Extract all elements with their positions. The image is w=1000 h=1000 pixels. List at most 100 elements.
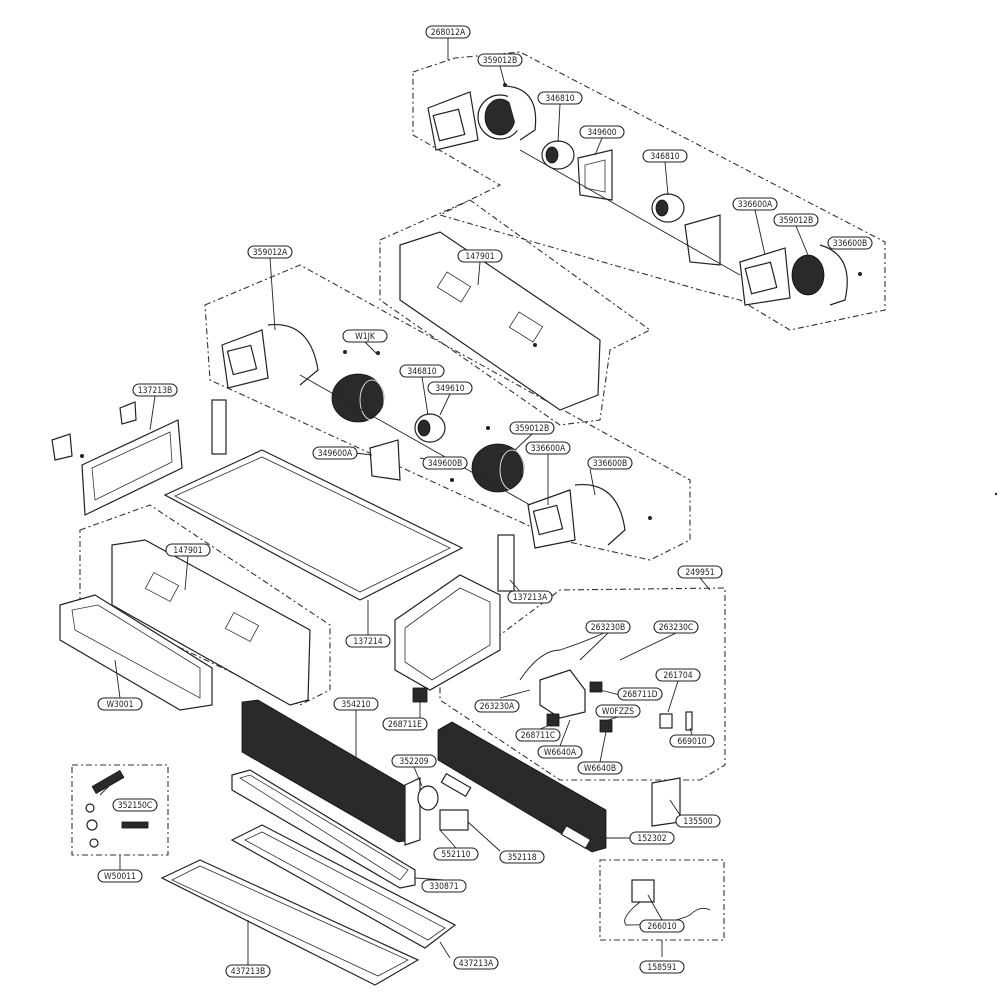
top-right-blower-housing bbox=[739, 244, 848, 306]
small-bracket-left bbox=[51, 433, 73, 461]
callout-oval bbox=[732, 197, 778, 211]
top-motor-bracket-2 bbox=[684, 214, 721, 266]
callout-label: 359012B bbox=[779, 216, 813, 226]
callout-oval bbox=[509, 421, 555, 435]
callout-oval bbox=[507, 590, 553, 604]
callout-label: 263230B bbox=[591, 623, 625, 633]
callout-oval bbox=[525, 441, 571, 455]
callout-oval bbox=[97, 697, 143, 711]
callout-137213b: 137213B bbox=[132, 383, 178, 397]
callout-336600b-top: 336600B bbox=[827, 236, 873, 250]
callout-w6640a: W6640A bbox=[537, 745, 583, 759]
callout-oval bbox=[247, 245, 293, 259]
callout-352150c: 352150C bbox=[112, 798, 158, 812]
callout-147901-mid: 147901 bbox=[165, 543, 211, 557]
callout-336600a-mid: 336600A bbox=[525, 441, 571, 455]
small-bracket-top bbox=[119, 401, 137, 425]
vertical-strip bbox=[211, 399, 227, 455]
filter-152302 bbox=[437, 721, 607, 853]
callout-oval bbox=[345, 634, 391, 648]
callout-oval bbox=[827, 236, 873, 250]
callout-label: 349600 bbox=[587, 128, 616, 138]
callout-oval bbox=[653, 620, 699, 634]
callout-oval bbox=[642, 149, 688, 163]
top-motor-1 bbox=[541, 140, 575, 170]
callout-352118: 352118 bbox=[499, 850, 545, 864]
callout-oval bbox=[453, 956, 499, 970]
callout-oval bbox=[333, 697, 379, 711]
callout-359012b-top2: 359012B bbox=[773, 213, 819, 227]
callout-oval bbox=[773, 213, 819, 227]
end-plate-137214 bbox=[394, 574, 501, 691]
valve-assembly bbox=[417, 785, 469, 831]
callout-label: 552110 bbox=[441, 850, 470, 860]
callout-label: 346810 bbox=[407, 367, 436, 377]
callout-137214: 137214 bbox=[345, 634, 391, 648]
callout-346810-top2: 346810 bbox=[642, 149, 688, 163]
callout-346810-top1: 346810 bbox=[537, 91, 583, 105]
callout-label: W6640B bbox=[584, 764, 616, 774]
callout-349600a: 349600A bbox=[312, 446, 358, 460]
vertical-bracket-137213a bbox=[497, 534, 515, 592]
callout-oval bbox=[112, 798, 158, 812]
callout-w6640b: W6640B bbox=[577, 761, 623, 775]
callout-label: 346810 bbox=[650, 152, 679, 162]
callout-oval bbox=[342, 329, 388, 343]
hardware-kit-w50011 bbox=[85, 769, 149, 848]
callout-label: 352150C bbox=[118, 801, 153, 811]
callout-359012b-top: 359012B bbox=[477, 53, 523, 67]
mid-left-blower-housing bbox=[221, 323, 319, 389]
callout-label: 336600B bbox=[833, 239, 867, 249]
sensor-kit-158591 bbox=[624, 879, 711, 926]
callout-label: 268711E bbox=[388, 720, 422, 730]
callout-label: 437213B bbox=[231, 967, 265, 977]
callout-oval bbox=[499, 850, 545, 864]
callout-label: 266010 bbox=[647, 922, 676, 932]
callout-oval bbox=[474, 699, 520, 713]
side-plate-137213b bbox=[81, 419, 183, 516]
callout-437213a: 437213A bbox=[453, 956, 499, 970]
base-plate-437213b bbox=[160, 859, 420, 986]
callout-label: 263230C bbox=[659, 623, 694, 633]
callout-label: 268711D bbox=[622, 690, 657, 700]
callout-label: 261704 bbox=[663, 671, 692, 681]
callout-268711d: 268711D bbox=[617, 687, 663, 701]
callout-oval bbox=[595, 704, 641, 718]
base-rail-437213a bbox=[230, 824, 457, 949]
callout-label: 152302 bbox=[637, 834, 666, 844]
mid-right-blower-housing bbox=[527, 483, 626, 549]
control-transformer bbox=[539, 669, 603, 719]
callout-w3001: W3001 bbox=[97, 697, 143, 711]
top-left-blower-housing bbox=[427, 85, 537, 151]
callout-oval bbox=[579, 125, 625, 139]
callout-label: W1JK bbox=[355, 332, 376, 342]
callout-label: 147901 bbox=[465, 252, 494, 262]
callout-label: 268711C bbox=[521, 731, 556, 741]
callout-label: W0FZZS bbox=[602, 707, 634, 717]
callout-w0fzzs: W0FZZS bbox=[595, 704, 641, 718]
callout-263230c: 263230C bbox=[653, 620, 699, 634]
callout-label: 352118 bbox=[507, 853, 536, 863]
callout-oval bbox=[629, 831, 675, 845]
callout-268711c: 268711C bbox=[515, 728, 561, 742]
control-wiring bbox=[519, 629, 611, 681]
callout-263230a: 263230A bbox=[474, 699, 520, 713]
callout-437213b: 437213B bbox=[225, 964, 271, 978]
top-cover-plate bbox=[163, 449, 464, 601]
callout-label: 336600B bbox=[593, 459, 627, 469]
callout-oval bbox=[617, 687, 663, 701]
callout-349610: 349610 bbox=[427, 381, 473, 395]
callout-oval bbox=[585, 620, 631, 634]
callout-354210: 354210 bbox=[333, 697, 379, 711]
callout-oval bbox=[655, 668, 701, 682]
callout-label: 437213A bbox=[459, 959, 494, 969]
top-motor-2 bbox=[651, 193, 685, 223]
callout-249951: 249951 bbox=[677, 565, 723, 579]
screws bbox=[80, 83, 998, 520]
callout-268012a: 268012A bbox=[425, 25, 471, 39]
callout-label: 147901 bbox=[173, 546, 202, 556]
callout-label: 336600A bbox=[531, 444, 566, 454]
callout-359012a: 359012A bbox=[247, 245, 293, 259]
connector-w6640b bbox=[599, 719, 613, 733]
